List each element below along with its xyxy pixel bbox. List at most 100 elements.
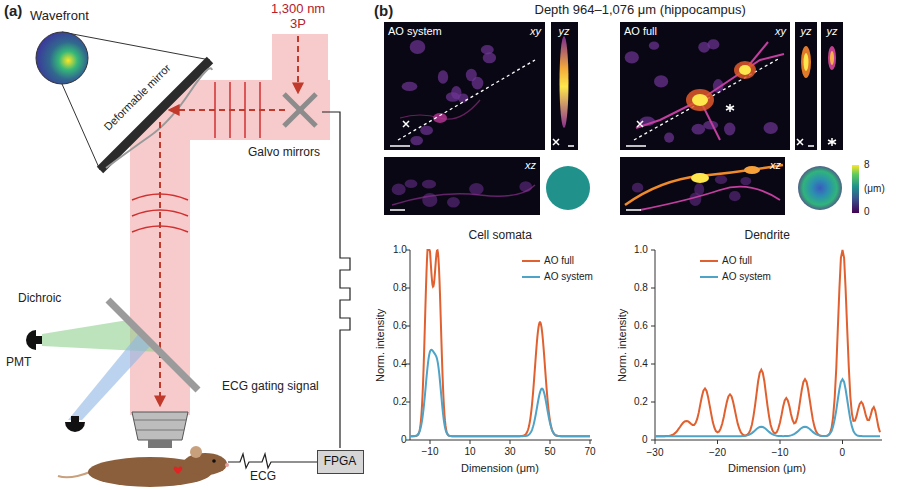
intensity-curve bbox=[410, 350, 590, 437]
drawing-part bbox=[390, 145, 410, 147]
axis-tick: 0.6 bbox=[393, 320, 407, 332]
axis-tick: −10 bbox=[422, 446, 439, 458]
axis-tick: 0 bbox=[642, 434, 648, 446]
colorbar-label: 8 bbox=[864, 159, 870, 171]
axis-tick-mark bbox=[510, 440, 511, 444]
drawing-part bbox=[297, 36, 299, 92]
axis-tick-mark bbox=[406, 440, 410, 441]
cell-body bbox=[410, 40, 426, 54]
drawing-part bbox=[100, 60, 210, 170]
drawing-part bbox=[797, 139, 803, 145]
drawing-part bbox=[390, 104, 836, 210]
panel-letter: (a) bbox=[4, 2, 22, 19]
colorbar-label: 0 bbox=[864, 206, 870, 218]
axis-tick-mark bbox=[842, 440, 843, 444]
drawing-part bbox=[801, 46, 811, 78]
drawing-part bbox=[134, 420, 186, 421]
image-label: AO full bbox=[624, 25, 657, 38]
cell-body bbox=[402, 82, 418, 91]
drawing-part bbox=[640, 187, 780, 210]
drawing-part bbox=[808, 145, 814, 147]
axis-tick: 0 bbox=[840, 447, 846, 459]
drawing-part bbox=[132, 412, 188, 440]
drawing-part bbox=[136, 430, 184, 431]
chart-title: Cell somata bbox=[469, 229, 532, 243]
axis-tick: 0.8 bbox=[393, 282, 407, 294]
drawing-part bbox=[384, 22, 545, 150]
axis-tick: 1.0 bbox=[393, 244, 407, 256]
cell-body bbox=[422, 180, 436, 189]
drawing-part bbox=[170, 109, 285, 111]
axis-tick-mark bbox=[651, 440, 655, 441]
cell-body bbox=[649, 42, 659, 50]
axis-tick: −20 bbox=[709, 447, 726, 459]
axis-tick-mark bbox=[470, 440, 471, 444]
cell-body bbox=[764, 122, 778, 134]
drawing-part bbox=[551, 22, 578, 150]
drawing-part bbox=[159, 122, 161, 405]
drawing-part bbox=[620, 157, 785, 215]
drawing-part bbox=[626, 145, 646, 147]
drawing-part bbox=[625, 165, 783, 205]
image-label: xz bbox=[770, 159, 781, 172]
drawing-part bbox=[734, 61, 756, 79]
controller-box: FPGA bbox=[317, 450, 364, 474]
drawing-part bbox=[830, 51, 834, 65]
image-details bbox=[390, 36, 836, 210]
colorbar-label: (μm) bbox=[864, 183, 885, 195]
cell-body bbox=[438, 70, 448, 84]
cell-body bbox=[420, 126, 433, 135]
part-label: PMT bbox=[6, 356, 31, 370]
axis-tick: −10 bbox=[772, 447, 789, 459]
cell-body bbox=[392, 184, 406, 196]
drawing-part bbox=[65, 422, 85, 432]
axis-tick-mark bbox=[550, 440, 551, 444]
drawing-part bbox=[637, 121, 643, 127]
axis-tick-mark bbox=[590, 440, 591, 444]
axis-tick: 10 bbox=[465, 446, 476, 458]
drawing-part bbox=[272, 34, 328, 80]
cell-body bbox=[664, 133, 674, 143]
legend-sample bbox=[700, 260, 718, 262]
image-label: xz bbox=[525, 159, 536, 172]
legend-label: AO full bbox=[722, 255, 752, 267]
axis-tick: 0.4 bbox=[393, 358, 407, 370]
axis-tick: −30 bbox=[647, 447, 664, 459]
axis-tick-mark bbox=[780, 440, 781, 444]
drawing-part bbox=[553, 139, 559, 145]
drawing-part bbox=[726, 104, 734, 112]
legend-label: AO full bbox=[544, 255, 574, 267]
drawing-part bbox=[212, 459, 216, 463]
drawing-part bbox=[148, 440, 172, 448]
drawing-part bbox=[410, 250, 592, 440]
drawing-part bbox=[620, 22, 790, 150]
legend-sample bbox=[700, 276, 718, 278]
axis-tick-mark bbox=[655, 440, 656, 444]
drawing-part bbox=[798, 166, 842, 210]
cell-body bbox=[447, 197, 460, 208]
cell-body bbox=[466, 69, 477, 82]
drawing-part bbox=[71, 416, 79, 422]
drawing-part bbox=[655, 250, 882, 440]
drawing-part bbox=[36, 336, 42, 344]
drawing-part bbox=[26, 330, 36, 350]
intensity-curve bbox=[655, 379, 880, 436]
drawing-part bbox=[398, 60, 535, 140]
drawing-part bbox=[392, 185, 535, 205]
drawing-part bbox=[174, 466, 183, 474]
axis-title: Norm. intensity bbox=[616, 308, 629, 381]
image-label: yz bbox=[801, 25, 812, 38]
cell-body bbox=[469, 183, 484, 195]
drawing-part bbox=[821, 22, 843, 150]
drawing-part bbox=[795, 22, 817, 150]
drawing-part bbox=[744, 166, 760, 174]
drawing-part bbox=[739, 65, 751, 75]
drawing-part bbox=[58, 472, 90, 477]
cell-body bbox=[715, 175, 727, 184]
drawing-part bbox=[804, 53, 809, 71]
axis-tick: 0.4 bbox=[634, 358, 648, 370]
intensity-curve bbox=[655, 250, 880, 436]
drawing-part bbox=[390, 209, 405, 211]
cell-body bbox=[654, 75, 668, 87]
